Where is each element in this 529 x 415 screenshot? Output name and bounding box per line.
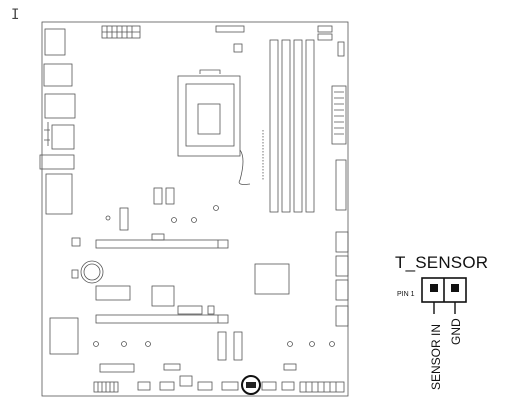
dimm-slot-1 [269,39,279,213]
dimm-slot-2 [281,39,291,213]
pin-1 [430,284,438,292]
cpu-socket [177,75,241,157]
io-port-2 [43,63,73,87]
io-port-3 [44,93,76,119]
io-port-6 [45,173,73,215]
chipset [254,263,290,295]
pin-1-label: PIN 1 [397,291,415,298]
pin-2 [451,284,459,292]
atx-power [331,85,347,145]
t-sensor-connector [421,277,467,314]
text-cursor-icon: I [11,7,20,23]
board-outline [41,21,349,397]
pin-label-sensor-in: SENSOR IN [429,323,443,390]
dimm-slot-3 [293,39,303,213]
cmos-battery [80,260,104,284]
dimm-slot-4 [305,39,315,213]
connector-title: T_SENSOR [395,253,489,272]
pcie-slot-2 [95,314,229,324]
pin-label-gnd: GND [449,318,463,345]
io-port-4 [51,124,75,150]
io-port-5 [39,154,75,170]
io-port-7 [49,317,79,355]
io-port-1 [44,28,66,56]
t-sensor-header-on-board [246,382,256,388]
pcie-slot-1 [95,239,229,249]
t-sensor-highlight-circle [241,375,261,395]
